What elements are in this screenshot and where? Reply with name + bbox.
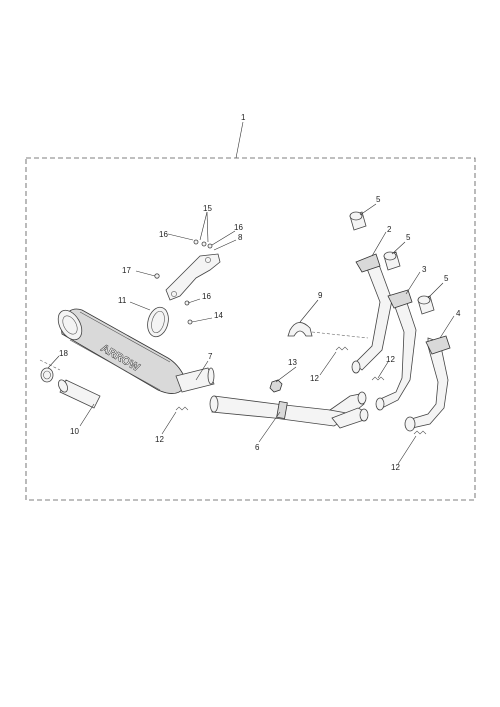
header-outlet-4 (404, 416, 416, 432)
header-pipe-3 (377, 289, 417, 409)
callout-15: 15 (203, 204, 212, 213)
callout-17: 17 (122, 266, 131, 275)
spring-clip-d (413, 430, 427, 435)
callout-8: 8 (238, 233, 243, 242)
callout-16b: 16 (234, 223, 243, 232)
callout-labels: 1 2 3 4 5 5 5 6 7 8 9 10 11 12 12 12 12 … (59, 113, 461, 472)
hanger-bracket (165, 253, 221, 301)
header-pipe-4 (407, 335, 451, 429)
silencer: ARROW (57, 308, 215, 394)
callout-16c: 16 (202, 292, 211, 301)
gasket-ring (40, 367, 54, 383)
hex-nut (269, 379, 283, 393)
callout-13: 13 (288, 358, 297, 367)
callout-10: 10 (70, 427, 79, 436)
callout-5b: 5 (406, 233, 411, 242)
saddle-clamp (287, 322, 313, 337)
callout-11: 11 (118, 296, 127, 305)
link-pipe (209, 391, 369, 429)
assembly-guide-line-2 (39, 359, 61, 371)
callout-4: 4 (456, 309, 461, 318)
callout-6: 6 (255, 443, 260, 452)
callout-12b: 12 (310, 374, 319, 383)
callout-9: 9 (318, 291, 323, 300)
header-gasket-a (349, 211, 367, 231)
callout-14: 14 (214, 311, 223, 320)
callout-3: 3 (422, 265, 427, 274)
callout-2: 2 (387, 225, 392, 234)
silencer-clamp-band (147, 306, 169, 338)
silencer-sleeve (58, 379, 101, 409)
header-gasket-b (383, 251, 401, 271)
callout-1: 1 (241, 113, 246, 122)
header-outlet-3 (375, 397, 385, 411)
assembly-guide-line (311, 331, 369, 339)
callout-7: 7 (208, 352, 213, 361)
spring-clip-b (335, 346, 349, 351)
header-gasket-c (417, 295, 435, 315)
callout-12c: 12 (386, 355, 395, 364)
callout-12a: 12 (155, 435, 164, 444)
callout-5c: 5 (444, 274, 449, 283)
header-outlet-2 (351, 360, 361, 374)
leader-1 (235, 121, 244, 159)
callout-16a: 16 (159, 230, 168, 239)
spring-clip-a (175, 406, 189, 411)
callout-5a: 5 (376, 195, 381, 204)
kit-boundary (25, 157, 476, 501)
spring-clip-c (371, 376, 385, 381)
callout-12d: 12 (391, 463, 400, 472)
header-pipe-2 (353, 253, 393, 371)
callout-18: 18 (59, 349, 68, 358)
leader-lines (47, 203, 455, 465)
